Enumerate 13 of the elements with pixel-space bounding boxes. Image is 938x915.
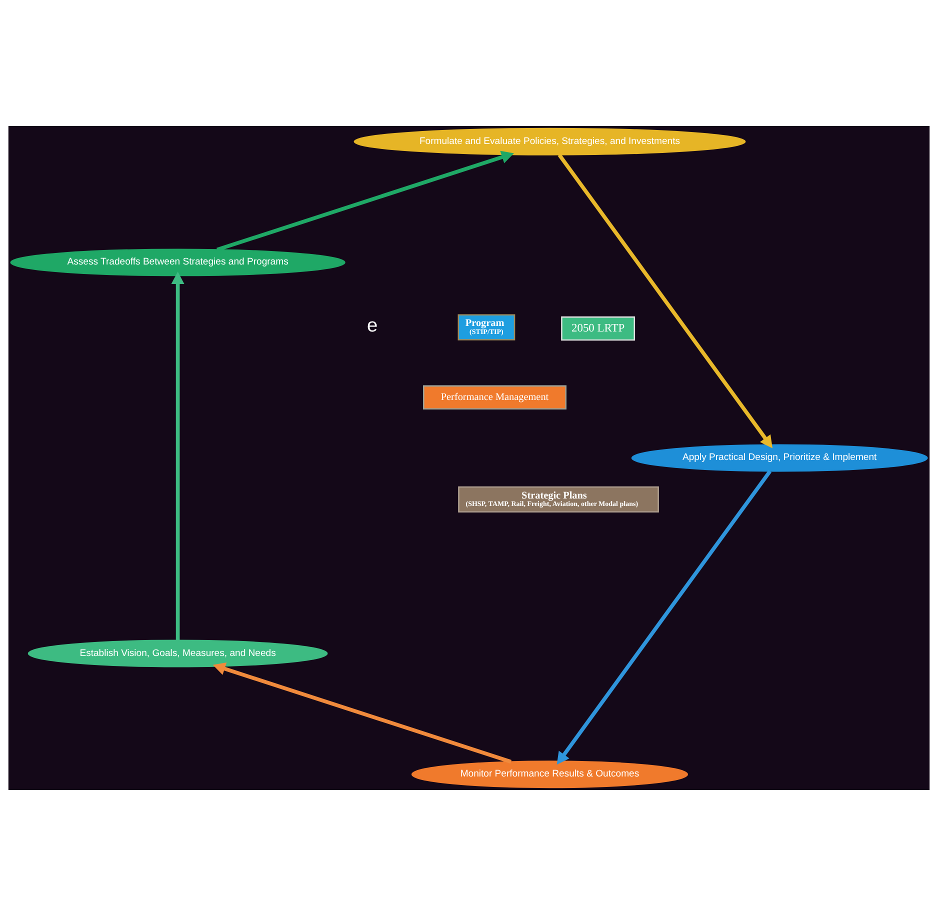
arrow [556, 470, 772, 764]
node-ellipse: Monitor Performance Results & Outcomes [411, 760, 688, 788]
arrow [212, 662, 512, 764]
node-ellipse: Establish Vision, Goals, Measures, and Needs [28, 639, 328, 667]
node-ellipse: Assess Tradeoffs Between Strategies and Programs [10, 248, 346, 276]
label: e [367, 314, 378, 336]
node-ellipse: Formulate and Evaluate Policies, Strategies, and Investments [354, 127, 746, 155]
node-box: 2050 LRTP [561, 316, 636, 340]
node-box: Performance Management [423, 384, 566, 410]
node-ellipse: Apply Practical Design, Prioritize & Implement [631, 444, 928, 472]
arrow [558, 153, 772, 448]
arrow [171, 271, 184, 640]
arrow [216, 150, 514, 252]
